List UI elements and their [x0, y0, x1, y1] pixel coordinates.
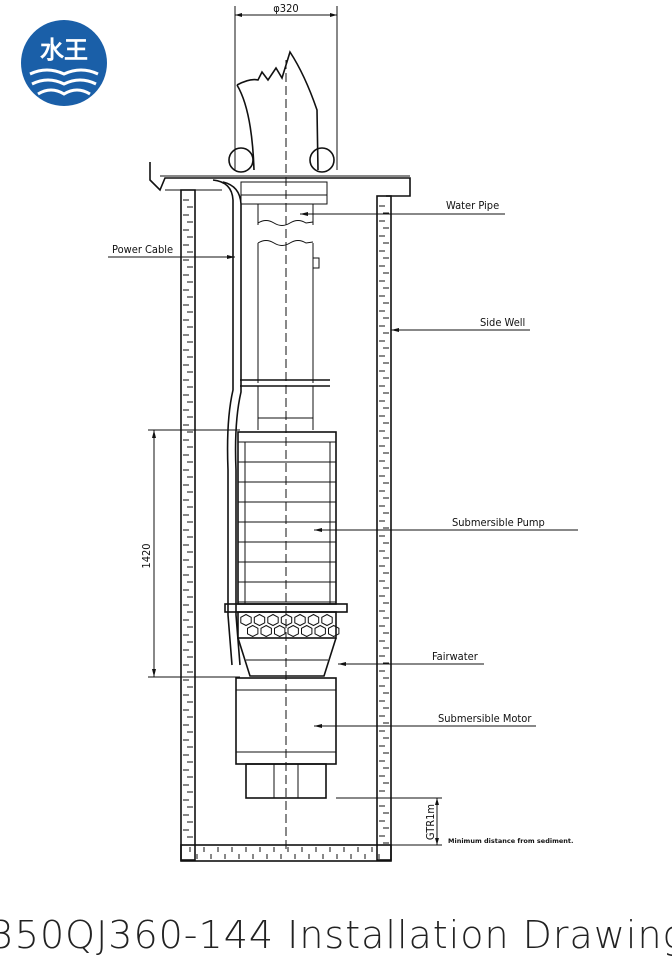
- holder-left: [228, 147, 254, 173]
- water-pipe: [240, 181, 330, 430]
- callouts: Water Pipe Power Cable Side Well Submers…: [108, 199, 578, 728]
- well-top-flange: [149, 162, 411, 197]
- strainer: [224, 603, 348, 639]
- clearance-label: GTR1m: [424, 804, 437, 840]
- submersible-pump: [237, 431, 337, 605]
- holder-right: [309, 147, 335, 173]
- company-logo: 水王: [21, 20, 107, 106]
- water-pipe-label: Water Pipe: [446, 199, 499, 212]
- power-cable-label: Power Cable: [112, 243, 173, 256]
- pump-length-label: 1420: [140, 543, 153, 568]
- diameter-dimension: φ320: [234, 2, 338, 170]
- side-well-label: Side Well: [480, 316, 525, 329]
- side-well: [180, 189, 392, 862]
- submersible-pump-label: Submersible Pump: [452, 516, 545, 529]
- diameter-label: φ320: [273, 2, 298, 15]
- wave-logo-icon: [29, 68, 99, 96]
- clearance-dimension: GTR1m Minimum distance from sediment.: [336, 797, 573, 846]
- fairwater: [237, 637, 337, 677]
- sediment-note: Minimum distance from sediment.: [448, 837, 573, 845]
- pump-length-dimension: 1420: [140, 429, 240, 678]
- power-cable: [212, 179, 242, 666]
- drawing-title: 350QJ360-144 Installation Drawing: [0, 913, 672, 957]
- fairwater-label: Fairwater: [432, 650, 479, 663]
- logo-text: 水王: [40, 36, 88, 64]
- submersible-motor-label: Submersible Motor: [438, 712, 532, 725]
